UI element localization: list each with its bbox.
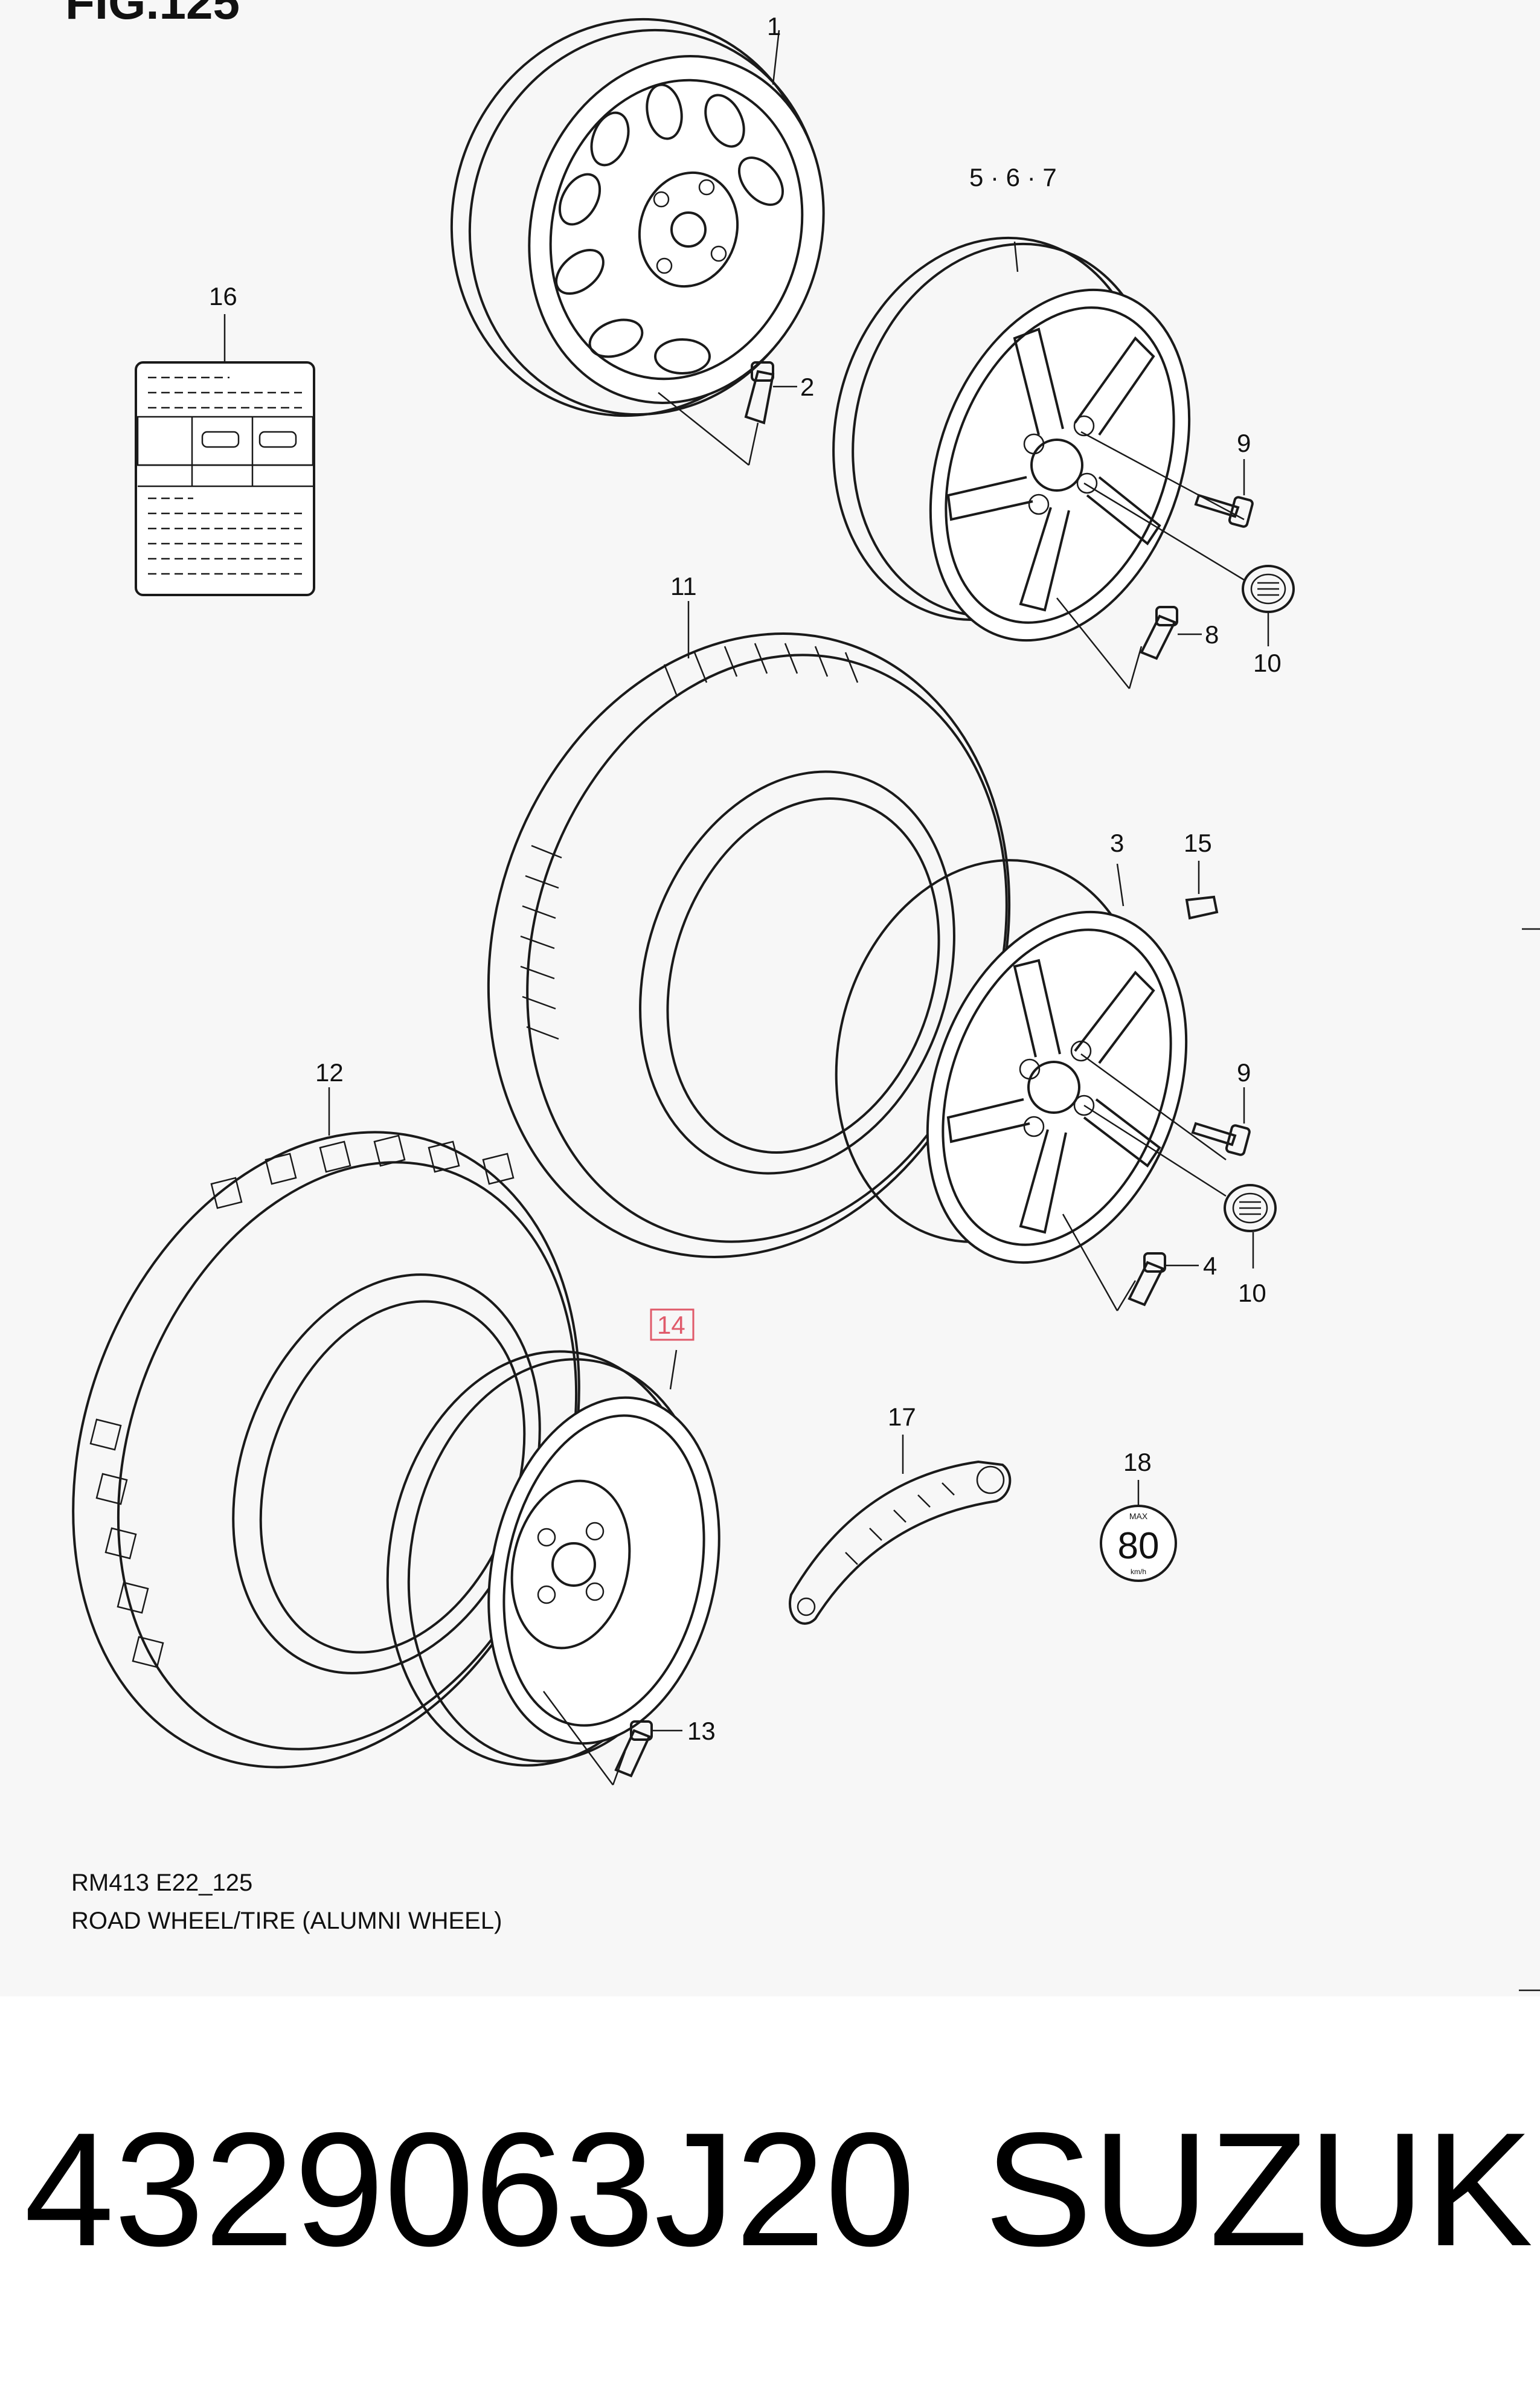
- label-part-15: 15: [1184, 829, 1212, 857]
- highlight-box-part-14: [650, 1308, 695, 1341]
- label-part-10-top: 10: [1253, 649, 1282, 677]
- label-part-10-middle: 10: [1238, 1279, 1266, 1307]
- label-part-14: 14: [657, 1311, 685, 1339]
- badge-max-text: MAX: [1129, 1511, 1148, 1521]
- wheel-bolt-part-9-middle[interactable]: [1191, 1087, 1251, 1156]
- label-part-8: 8: [1205, 620, 1219, 649]
- tire-placard-part-16[interactable]: [135, 314, 315, 596]
- parts-diagram: 1 2 5 · 6 · 7 9: [72, 0, 1540, 1992]
- label-part-12: 12: [315, 1058, 344, 1087]
- label-part-9-top: 9: [1237, 429, 1251, 457]
- valve-part-8[interactable]: [1140, 606, 1202, 660]
- spare-tire-strap-part-17[interactable]: [789, 1435, 1012, 1625]
- label-part-567: 5 · 6 · 7: [969, 163, 1057, 191]
- label-part-9-middle: 9: [1237, 1058, 1251, 1087]
- balance-weight-part-15[interactable]: [1185, 861, 1219, 920]
- center-cap-part-10-middle[interactable]: [1224, 1184, 1277, 1268]
- label-part-3: 3: [1110, 829, 1124, 857]
- valve-part-4[interactable]: [1128, 1252, 1199, 1307]
- badge-unit-text: km/h: [1131, 1567, 1146, 1576]
- steel-wheel-part-1[interactable]: [408, 0, 865, 466]
- alloy-wheel-part-567[interactable]: [792, 202, 1245, 689]
- label-part-2: 2: [800, 373, 814, 401]
- part-number: 4329063J20: [24, 2098, 916, 2280]
- footer-band: [0, 1996, 1540, 2392]
- label-part-13: 13: [687, 1717, 716, 1745]
- valve-part-13[interactable]: [614, 1720, 682, 1778]
- diagram-code: RM413 E22_125: [71, 1870, 253, 1896]
- label-part-16: 16: [209, 282, 237, 310]
- label-part-17: 17: [888, 1403, 916, 1431]
- center-cap-part-10-top[interactable]: [1242, 565, 1295, 646]
- label-part-1: 1: [767, 12, 781, 40]
- label-part-4: 4: [1203, 1252, 1217, 1280]
- alloy-wheel-part-3[interactable]: [795, 825, 1233, 1311]
- brand-name: SUZUKI: [984, 2098, 1540, 2280]
- wheel-bolt-part-9-top[interactable]: [1194, 459, 1254, 528]
- valve-part-2[interactable]: [744, 361, 797, 425]
- label-part-11: 11: [670, 572, 697, 600]
- steel-wheel-part-14[interactable]: [356, 1326, 749, 1790]
- speed-limit-badge-part-18[interactable]: MAX 80 km/h: [1100, 1480, 1177, 1582]
- label-part-18: 18: [1123, 1448, 1152, 1476]
- diagram-title: ROAD WHEEL/TIRE (ALUMNI WHEEL): [71, 1908, 502, 1934]
- figure-title: FIG.125: [65, 0, 240, 29]
- badge-speed-text: 80: [1118, 1525, 1160, 1567]
